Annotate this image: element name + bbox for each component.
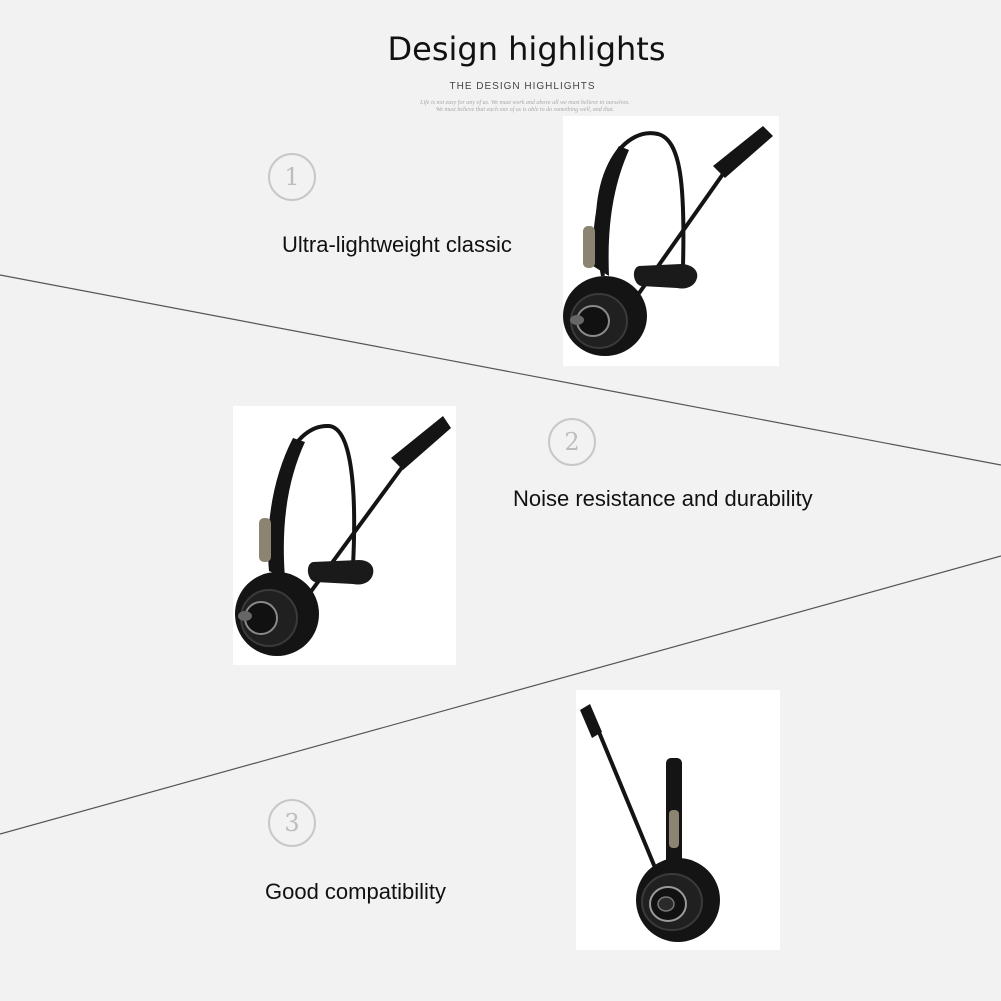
highlight-3-label: Good compatibility — [265, 879, 446, 904]
highlight-2-number-badge: 2 — [548, 418, 596, 466]
motto-text: Life is not easy for any of us. We must … — [400, 100, 650, 114]
highlight-1-label: Ultra-lightweight classic — [282, 232, 512, 257]
headset-photo-3 — [576, 690, 780, 950]
page-title: Design highlights — [387, 30, 666, 68]
page-subtitle: THE DESIGN HIGHLIGHTS — [449, 81, 596, 92]
motto-line-1: Life is not easy for any of us. We must … — [420, 100, 630, 106]
highlight-1-number-badge: 1 — [268, 153, 316, 201]
headset-photo-1 — [563, 116, 779, 366]
headset-photo-2 — [233, 406, 456, 665]
highlight-2-label: Noise resistance and durability — [513, 486, 813, 511]
highlight-3-number-badge: 3 — [268, 799, 316, 847]
motto-line-2: We must believe that each one of us is a… — [435, 107, 615, 113]
